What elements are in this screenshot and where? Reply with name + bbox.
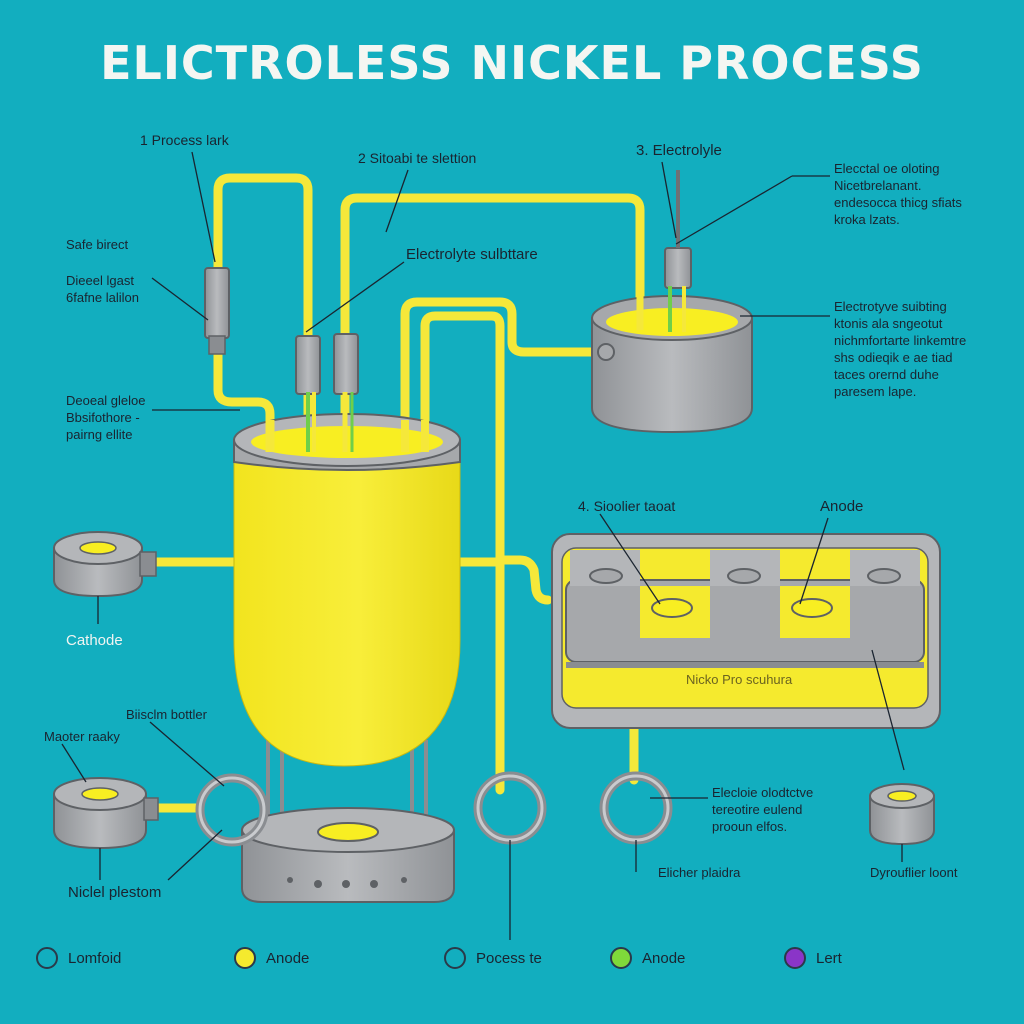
legend-item: Anode bbox=[234, 944, 309, 972]
legend-label: Anode bbox=[266, 949, 310, 967]
label-bottom-button: Biisclm bottler bbox=[126, 707, 207, 722]
label-diesel-1: Dieeel lgast bbox=[66, 273, 134, 288]
label-decal-2: Bbsifothore - bbox=[66, 410, 140, 425]
label-tray: Nicko Pro scuhura bbox=[686, 672, 793, 687]
legend-label: Pocess te bbox=[476, 949, 542, 967]
legend-label: Lert bbox=[816, 949, 842, 967]
label-elicher: Elicher plaidra bbox=[658, 865, 741, 880]
label-suiting-5: taces orernd duhe bbox=[834, 367, 939, 382]
valve-left-collar bbox=[208, 335, 226, 355]
dryout-unit bbox=[869, 783, 935, 846]
legend-swatch-icon bbox=[444, 947, 466, 969]
label-plating-3: endesocca thicg sfiats bbox=[834, 195, 962, 210]
valves bbox=[204, 170, 692, 395]
label-decal-3: pairng ellite bbox=[66, 427, 133, 442]
label-process-tank: 1 Process lark bbox=[140, 132, 229, 148]
label-safe-direct: Safe birect bbox=[66, 237, 129, 252]
legend-item: Anode bbox=[610, 944, 685, 972]
label-conductive-1: Elecloie olodtctve bbox=[712, 785, 814, 800]
label-suiting-3: nichmfortarte linkemtre bbox=[834, 333, 967, 348]
label-suiting-6: paresem lape. bbox=[834, 384, 917, 399]
valve-mid-b bbox=[333, 333, 359, 395]
label-electrolyte: 3. Electrolyle bbox=[636, 142, 722, 159]
motor-unit bbox=[53, 777, 159, 850]
label-nickel-platform: Niclel plestom bbox=[68, 884, 162, 901]
legend-item: Lert bbox=[784, 944, 842, 972]
main-process-tank bbox=[233, 392, 461, 828]
legend-swatch-icon bbox=[610, 947, 632, 969]
pipe-network bbox=[151, 173, 645, 813]
label-plating-4: kroka lzats. bbox=[834, 212, 900, 227]
label-suiting-1: Electrotyve suibting bbox=[834, 299, 947, 314]
label-master-ready: Maoter raaky bbox=[44, 729, 120, 744]
page-title: ELICTROLESS NICKEL PROCESS bbox=[100, 36, 924, 90]
legend-item: Lomfoid bbox=[36, 944, 121, 972]
label-conductive-3: prooun elfos. bbox=[712, 819, 788, 834]
label-stocker-tank: 4. Sioolier taoat bbox=[578, 498, 676, 514]
label-suiting-4: shs odieqik e ae tiad bbox=[834, 350, 953, 365]
label-dryout: Dyrouflier loont bbox=[870, 865, 958, 880]
legend-label: Lomfoid bbox=[68, 949, 122, 967]
pipe-inner-right bbox=[495, 555, 553, 605]
legend-swatch-icon bbox=[784, 947, 806, 969]
label-diesel-2: 6fafne lalilon bbox=[66, 290, 139, 305]
pipe-left-down bbox=[213, 295, 275, 445]
label-decal-1: Deoeal gleloe bbox=[66, 393, 146, 408]
valve-top-right bbox=[664, 247, 692, 289]
label-electrolyte-substrate: Electrolyte sulbttare bbox=[406, 246, 538, 263]
label-anode-top: Anode bbox=[820, 498, 864, 515]
label-stable-solution: 2 Sitoabi te slettion bbox=[358, 150, 477, 166]
label-plating-2: Nicetbrelanant. bbox=[834, 178, 922, 193]
electrolyte-tank bbox=[591, 278, 753, 434]
legend-label: Anode bbox=[642, 949, 686, 967]
label-plating-1: Elecctal oe oloting bbox=[834, 161, 940, 176]
cathode-unit bbox=[53, 531, 157, 598]
valve-left bbox=[204, 267, 230, 339]
leader-lines bbox=[61, 151, 905, 940]
pipe-top-long bbox=[340, 193, 645, 445]
legend: Lomfoid Anode Pocess te Anode Lert bbox=[0, 944, 1024, 972]
legend-swatch-icon bbox=[234, 947, 256, 969]
label-cathode: Cathode bbox=[66, 632, 123, 649]
legend-item: Pocess te bbox=[444, 944, 542, 972]
pipe-mid-loop bbox=[400, 297, 605, 445]
valve-mid-a bbox=[295, 335, 321, 395]
pipe-inner-down bbox=[420, 311, 505, 795]
nickel-platform-base bbox=[241, 807, 455, 903]
stocker-tray bbox=[551, 533, 941, 729]
label-conductive-2: tereotire eulend bbox=[712, 802, 803, 817]
label-suiting-2: ktonis ala sngeotut bbox=[834, 316, 943, 331]
legend-swatch-icon bbox=[36, 947, 58, 969]
pipe-left-loop bbox=[213, 173, 313, 445]
